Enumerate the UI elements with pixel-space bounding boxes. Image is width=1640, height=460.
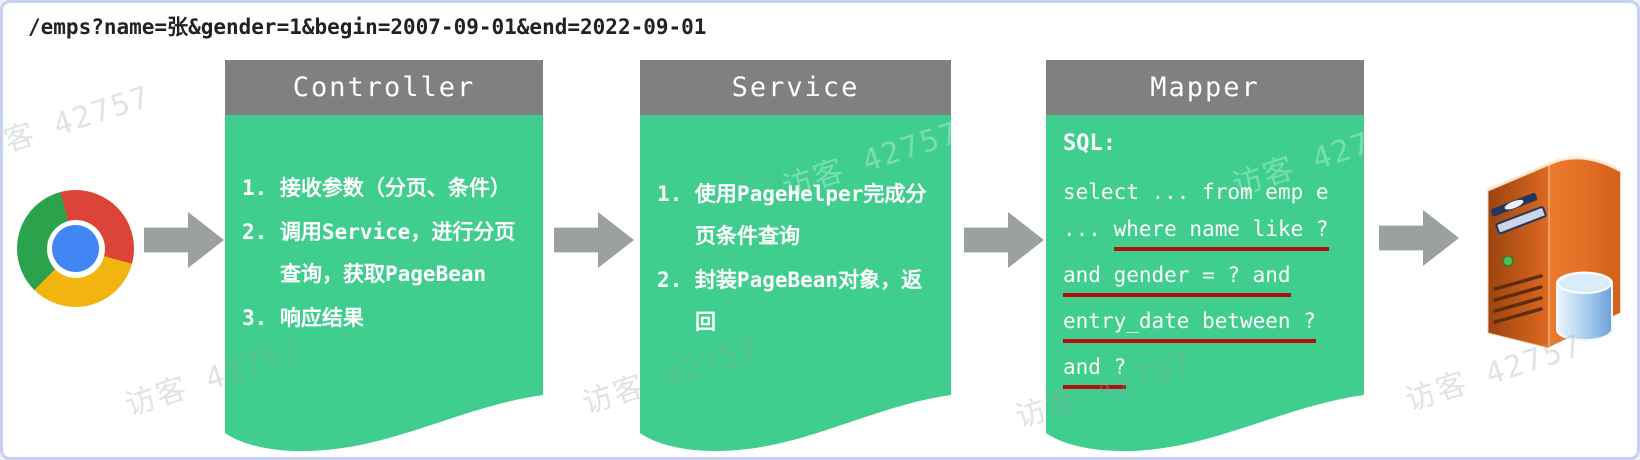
card-wave-bottom (640, 391, 951, 452)
mapper-card: Mapper SQL: select ... from emp e ... wh… (1046, 60, 1364, 453)
service-card-body: 1. 使用PageHelper完成分 页条件查询 2. 封装PageBean对象… (640, 115, 951, 391)
database-server-icon (1487, 156, 1622, 349)
list-item: 1. 使用PageHelper完成分 (657, 182, 927, 206)
sql-line: ... where name like ? (1063, 216, 1358, 251)
list-item: 1. 接收参数（分页、条件） (242, 176, 511, 200)
flow-arrow-icon (144, 212, 224, 268)
sql-line: entry_date between ? (1063, 308, 1358, 343)
flow-arrow-icon (554, 212, 634, 268)
sql-underlined-text: and gender = ? and (1063, 262, 1291, 297)
list-item: 3. 响应结果 (242, 306, 364, 330)
flow-arrow-icon (1379, 210, 1459, 266)
controller-card-body: 1. 接收参数（分页、条件） 2. 调用Service，进行分页 查询，获取Pa… (225, 115, 543, 391)
sql-line: and ? (1063, 354, 1358, 389)
sql-line: and gender = ? and (1063, 262, 1358, 297)
list-item: 2. 调用Service，进行分页 (242, 220, 516, 244)
flow-arrow-icon (964, 212, 1044, 268)
sql-underlined-text: entry_date between ? (1063, 308, 1316, 343)
mapper-card-title: Mapper (1046, 60, 1364, 115)
server-drive-slots (1490, 192, 1547, 235)
chrome-browser-icon (17, 190, 134, 307)
service-card: Service 1. 使用PageHelper完成分 页条件查询 2. 封装Pa… (640, 60, 951, 453)
list-item-continuation: 页条件查询 (695, 224, 800, 248)
sql-label: SQL: (1063, 131, 1116, 156)
list-item: 2. 封装PageBean对象，返 (657, 268, 923, 292)
controller-card: Controller 1. 接收参数（分页、条件） 2. 调用Service，进… (225, 60, 543, 453)
server-vents (1493, 274, 1543, 324)
card-wave-bottom (1046, 391, 1364, 452)
visitor-watermark: 访客 42757 (0, 79, 156, 170)
chrome-icon-blue-center (52, 225, 99, 272)
sql-line: select ... from emp e (1063, 180, 1329, 204)
list-item-continuation: 回 (695, 310, 716, 334)
sql-underlined-text: where name like ? (1113, 216, 1329, 251)
request-url: /emps?name=张&gender=1&begin=2007-09-01&e… (28, 15, 707, 39)
server-led (1502, 255, 1514, 267)
database-cylinder-icon (1556, 271, 1613, 342)
service-card-title: Service (640, 60, 951, 115)
card-wave-bottom (225, 391, 543, 452)
controller-card-title: Controller (225, 60, 543, 115)
sql-underlined-text: and ? (1063, 354, 1127, 389)
mapper-card-body: SQL: select ... from emp e ... where nam… (1046, 115, 1364, 391)
list-item-continuation: 查询，获取PageBean (280, 262, 487, 286)
